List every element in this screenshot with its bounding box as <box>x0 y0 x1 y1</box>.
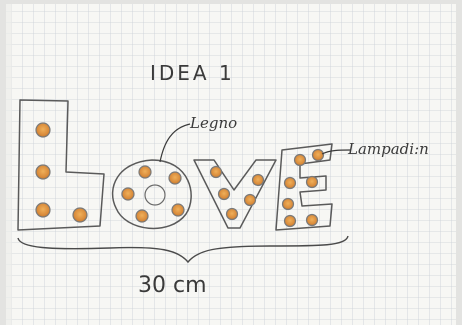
bulb <box>217 187 231 201</box>
letter-l <box>17 99 105 231</box>
letter-e <box>275 143 333 231</box>
bulb <box>35 122 51 138</box>
bulb <box>281 197 295 211</box>
bulb <box>35 202 51 218</box>
bulb <box>283 214 297 228</box>
bulb <box>171 203 185 217</box>
title-text: IDEA 1 <box>150 61 235 85</box>
bulb <box>168 171 182 185</box>
letter-o-hole <box>144 184 166 206</box>
bulb <box>311 148 325 162</box>
bulb <box>251 173 265 187</box>
bulb <box>135 209 149 223</box>
label-legno: Legno <box>189 114 237 132</box>
bulb <box>209 165 223 179</box>
bulb <box>243 193 257 207</box>
grid-lines <box>6 4 456 325</box>
bulb <box>305 213 319 227</box>
bulb <box>72 207 88 223</box>
bulb <box>138 165 152 179</box>
bulb <box>305 175 319 189</box>
label-lampadina: Lampadi:n <box>347 140 429 158</box>
dimension-label: 30 cm <box>138 273 207 298</box>
letter-v <box>193 159 277 229</box>
arrow-legno <box>159 123 191 163</box>
letter-o <box>111 159 192 230</box>
bulbs <box>35 122 325 228</box>
bulb <box>35 164 51 180</box>
paper-edge <box>6 4 12 325</box>
bulb <box>225 207 239 221</box>
dimension-brace <box>17 235 349 264</box>
bulb <box>293 153 307 167</box>
arrow-lampadina <box>321 149 351 155</box>
bulb <box>283 176 297 190</box>
bulb <box>121 187 135 201</box>
